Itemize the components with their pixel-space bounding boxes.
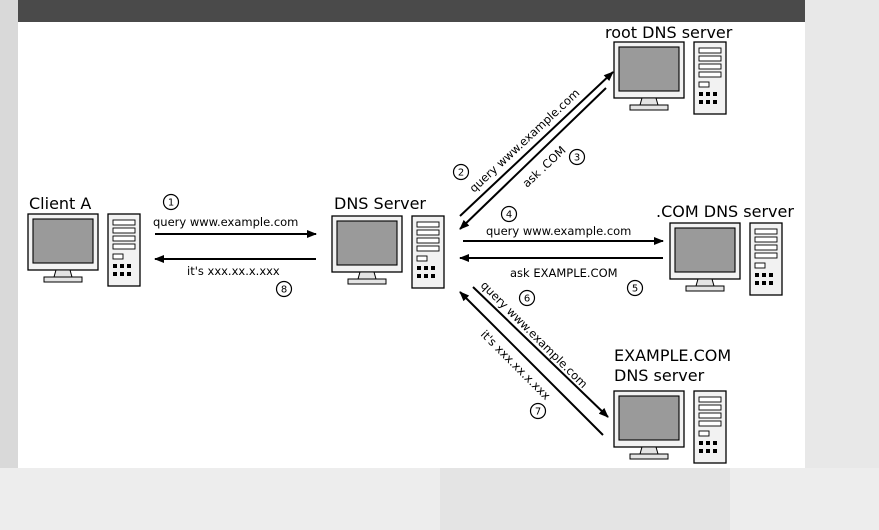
step-circle-1: 1 [162, 193, 180, 211]
edge-label-step-8: it's xxx.xx.x.xxx [187, 264, 280, 278]
background-bottom-faded-panel [440, 468, 730, 530]
dns-server-node: DNS Server [331, 194, 445, 289]
step-circle-7: 7 [529, 402, 547, 420]
step-number-3: 3 [574, 153, 580, 164]
arrow-step-6 [472, 286, 609, 418]
step-circle-2: 2 [452, 163, 470, 181]
step-number-2: 2 [458, 168, 464, 179]
step-circle-6: 6 [518, 289, 536, 307]
arrow-step-7 [459, 291, 604, 436]
step-number-8: 8 [281, 285, 287, 296]
arrow-step-3 [459, 87, 607, 230]
example-com-dns-server-computer-icon [613, 390, 727, 464]
dns-diagram-card: Client A DNS Server root DNS server .COM… [18, 22, 805, 468]
step-circle-5: 5 [626, 279, 644, 297]
com-dns-server-label: .COM DNS server [656, 202, 794, 221]
arrow-step-2 [459, 71, 614, 217]
step-circle-3: 3 [568, 148, 586, 166]
example-com-label-line2: DNS server [614, 366, 705, 385]
dns-server-label: DNS Server [334, 194, 426, 213]
step-number-6: 6 [524, 294, 530, 305]
dns-server-computer-icon [331, 215, 445, 289]
step-number-1: 1 [168, 198, 174, 209]
edge-label-step-4: query www.example.com [486, 224, 631, 238]
step-number-7: 7 [535, 407, 541, 418]
edge-label-step-3: ask .COM [519, 143, 568, 190]
root-dns-server-computer-icon [613, 41, 727, 115]
step-number-4: 4 [506, 210, 512, 221]
dns-resolution-diagram: Client A DNS Server root DNS server .COM… [27, 23, 794, 464]
step-number-5: 5 [632, 284, 638, 295]
background-top-bar [0, 0, 879, 22]
root-dns-server-label: root DNS server [605, 23, 733, 42]
background-bottom-strip [0, 468, 879, 530]
arrows [154, 71, 664, 436]
com-dns-server-computer-icon [669, 222, 783, 296]
root-dns-server-node: root DNS server [605, 23, 733, 115]
background-right-strip [805, 0, 879, 530]
background-left-strip [0, 0, 18, 530]
client-a-node: Client A [27, 194, 141, 287]
edge-label-step-5: ask EXAMPLE.COM [510, 266, 618, 280]
step-circle-4: 4 [500, 205, 518, 223]
step-circle-8: 8 [275, 280, 293, 298]
edge-label-step-1: query www.example.com [153, 215, 298, 229]
com-dns-server-node: .COM DNS server [656, 202, 794, 296]
example-com-dns-server-node: EXAMPLE.COM DNS server [613, 346, 731, 464]
client-a-label: Client A [29, 194, 91, 213]
example-com-label-line1: EXAMPLE.COM [614, 346, 731, 365]
client-a-computer-icon [27, 213, 141, 287]
